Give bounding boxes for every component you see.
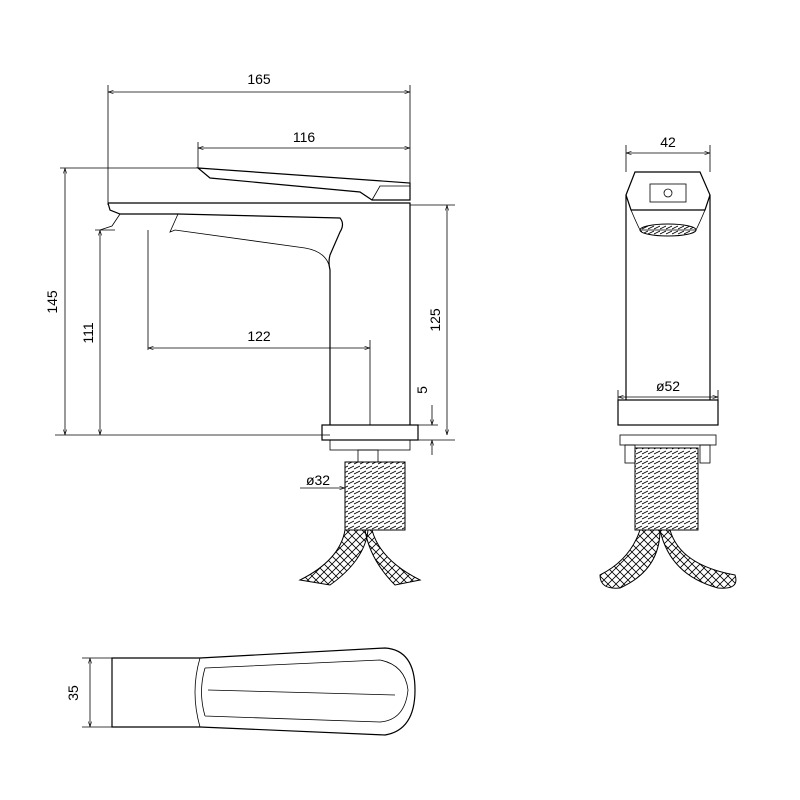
dim-base-thickness: 5 [414, 386, 430, 394]
dim-spout-width: 35 [65, 685, 81, 701]
dim-spout-height: 111 [80, 322, 96, 343]
top-view [82, 647, 416, 736]
dim-shank-diameter: ø32 [306, 472, 330, 488]
front-view [599, 145, 737, 589]
dim-overall-height: 145 [44, 290, 60, 314]
dim-body-height: 125 [427, 308, 443, 332]
dim-body-width: 42 [660, 134, 676, 150]
side-view [55, 85, 455, 586]
dim-base-diameter: ø52 [656, 378, 680, 394]
dim-lever-length: 116 [293, 129, 316, 145]
dim-overall-length: 165 [247, 71, 271, 87]
dim-spout-reach: 122 [247, 328, 271, 344]
